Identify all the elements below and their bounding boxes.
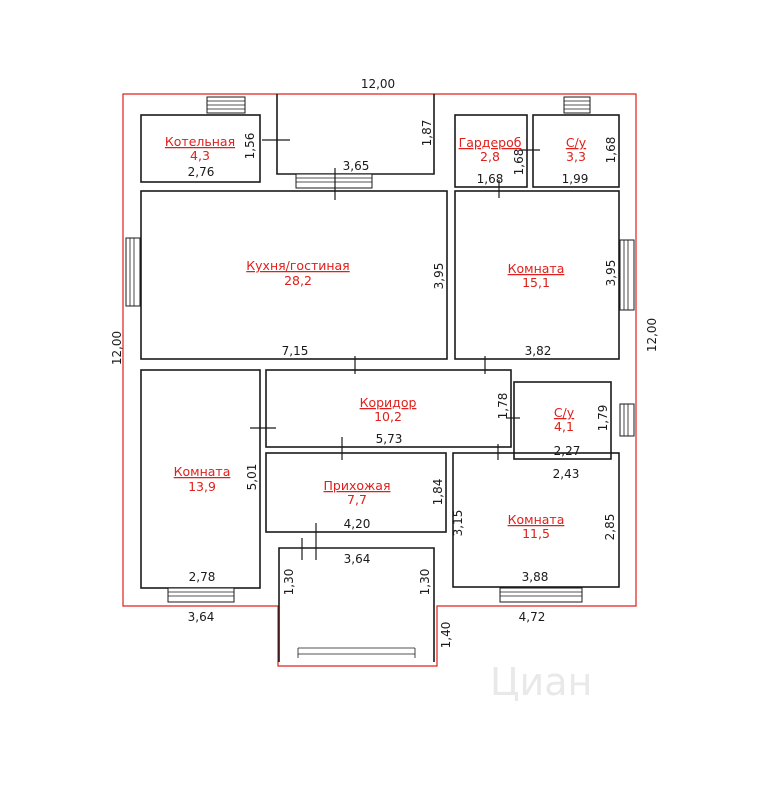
dim-porch-left-height: 1,30: [282, 569, 296, 596]
dim-hallway-width: 4,20: [344, 517, 371, 531]
dim-bathroom-1-width: 1,99: [562, 172, 589, 186]
dim-bathroom-2-height: 1,79: [596, 405, 610, 432]
dim-kitchen-width: 7,15: [282, 344, 309, 358]
room-area-room-3: 11,5: [522, 526, 550, 541]
dim-porch-right-height: 1,30: [418, 569, 432, 596]
dim-right-total: 12,00: [645, 318, 659, 352]
window-icon: [167, 587, 235, 603]
building-outline: [122, 93, 637, 667]
wardrobe-room: [454, 114, 528, 188]
bathroom-1: [532, 114, 620, 188]
window-icon: [295, 173, 373, 189]
boiler-room: [140, 114, 261, 183]
room-1: [454, 190, 620, 360]
window-icon: [499, 587, 583, 603]
dim-room-3-left-height: 3,15: [451, 510, 465, 537]
dim-room-2-width: 2,78: [189, 570, 216, 584]
room-name-kitchen: Кухня/гостиная: [246, 258, 349, 273]
window-icon: [297, 647, 416, 658]
dim-top-total: 12,00: [361, 77, 395, 91]
window-icon: [206, 96, 246, 114]
room-name-bathroom-1: С/у: [566, 135, 587, 150]
dim-porch-width: 3,64: [344, 552, 371, 566]
room-area-wardrobe: 2,8: [480, 149, 500, 164]
window-icon: [619, 239, 635, 311]
window-icon: [619, 403, 635, 437]
dim-corridor-height: 1,78: [496, 393, 510, 420]
dim-room-1-height: 3,95: [604, 260, 618, 287]
room-area-boiler: 4,3: [190, 148, 210, 163]
room-name-boiler: Котельная: [165, 134, 235, 149]
dim-boiler-height: 1,56: [243, 133, 257, 160]
corridor: [265, 369, 512, 448]
porch: [278, 547, 435, 662]
dim-hallway-height: 1,84: [431, 479, 445, 506]
room-area-bathroom-2: 4,1: [554, 419, 574, 434]
room-area-corridor: 10,2: [374, 409, 402, 424]
dim-bathroom-2-width: 2,27: [554, 444, 581, 458]
dim-corridor-width: 5,73: [376, 432, 403, 446]
room-area-kitchen: 28,2: [284, 273, 312, 288]
room-name-wardrobe: Гардероб: [459, 135, 522, 150]
room-area-hallway: 7,7: [347, 492, 367, 507]
window-icon: [125, 237, 141, 307]
dim-room-3-width: 3,88: [522, 570, 549, 584]
dim-bathroom-1-height: 1,68: [604, 137, 618, 164]
watermark: Циан: [490, 660, 592, 704]
dim-room-1-width: 3,82: [525, 344, 552, 358]
dim-bottom-right: 4,72: [519, 610, 546, 624]
dim-room-2-height: 5,01: [245, 464, 259, 491]
door-marks: [250, 139, 540, 560]
dim-bottom-left: 3,64: [188, 610, 215, 624]
dim-room-3-height: 2,85: [603, 514, 617, 541]
dim-porch-depth: 1,40: [439, 622, 453, 649]
dim-left-total: 12,00: [110, 331, 124, 365]
room-name-hallway: Прихожая: [324, 478, 391, 493]
room-name-room-1: Комната: [508, 261, 565, 276]
dim-kitchen-height: 3,95: [432, 263, 446, 290]
room-name-corridor: Коридор: [360, 395, 417, 410]
dim-room-3-top-width: 2,43: [553, 467, 580, 481]
hallway: [265, 452, 447, 533]
room-3: [452, 452, 620, 588]
room-name-room-3: Комната: [508, 512, 565, 527]
room-name-bathroom-2: С/у: [554, 405, 575, 420]
dim-wardrobe-width: 1,68: [477, 172, 504, 186]
room-area-bathroom-1: 3,3: [566, 149, 586, 164]
room-area-room-2: 13,9: [188, 479, 216, 494]
room-name-room-2: Комната: [174, 464, 231, 479]
bathroom-2: [513, 381, 612, 460]
dim-boiler-width: 2,76: [188, 165, 215, 179]
kitchen-living-room: [140, 190, 448, 360]
room-area-room-1: 15,1: [522, 275, 550, 290]
dim-terrace-top-width: 3,65: [343, 159, 370, 173]
dim-wardrobe-height: 1,68: [512, 149, 526, 176]
window-icon: [563, 96, 591, 114]
dim-terrace-top-height: 1,87: [420, 120, 434, 147]
